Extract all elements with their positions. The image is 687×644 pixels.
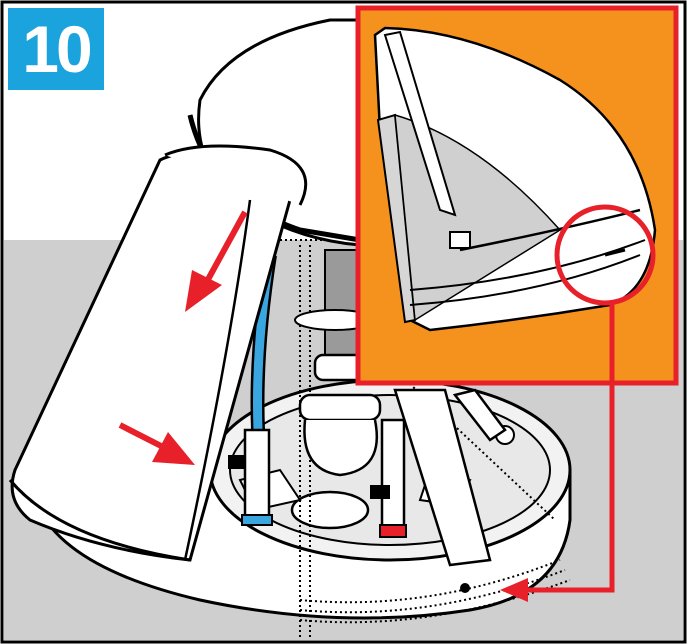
red-hose bbox=[370, 418, 407, 538]
arrow-icon bbox=[185, 210, 248, 312]
screw-hole bbox=[460, 583, 470, 593]
central-mast bbox=[294, 249, 382, 477]
support-legs bbox=[393, 388, 507, 567]
leader-arrow bbox=[500, 302, 615, 602]
step-number-badge: 10 bbox=[8, 8, 104, 90]
detail-inset bbox=[355, 5, 679, 386]
arrow-icon bbox=[118, 422, 195, 465]
detail-callout-circle bbox=[554, 204, 656, 306]
